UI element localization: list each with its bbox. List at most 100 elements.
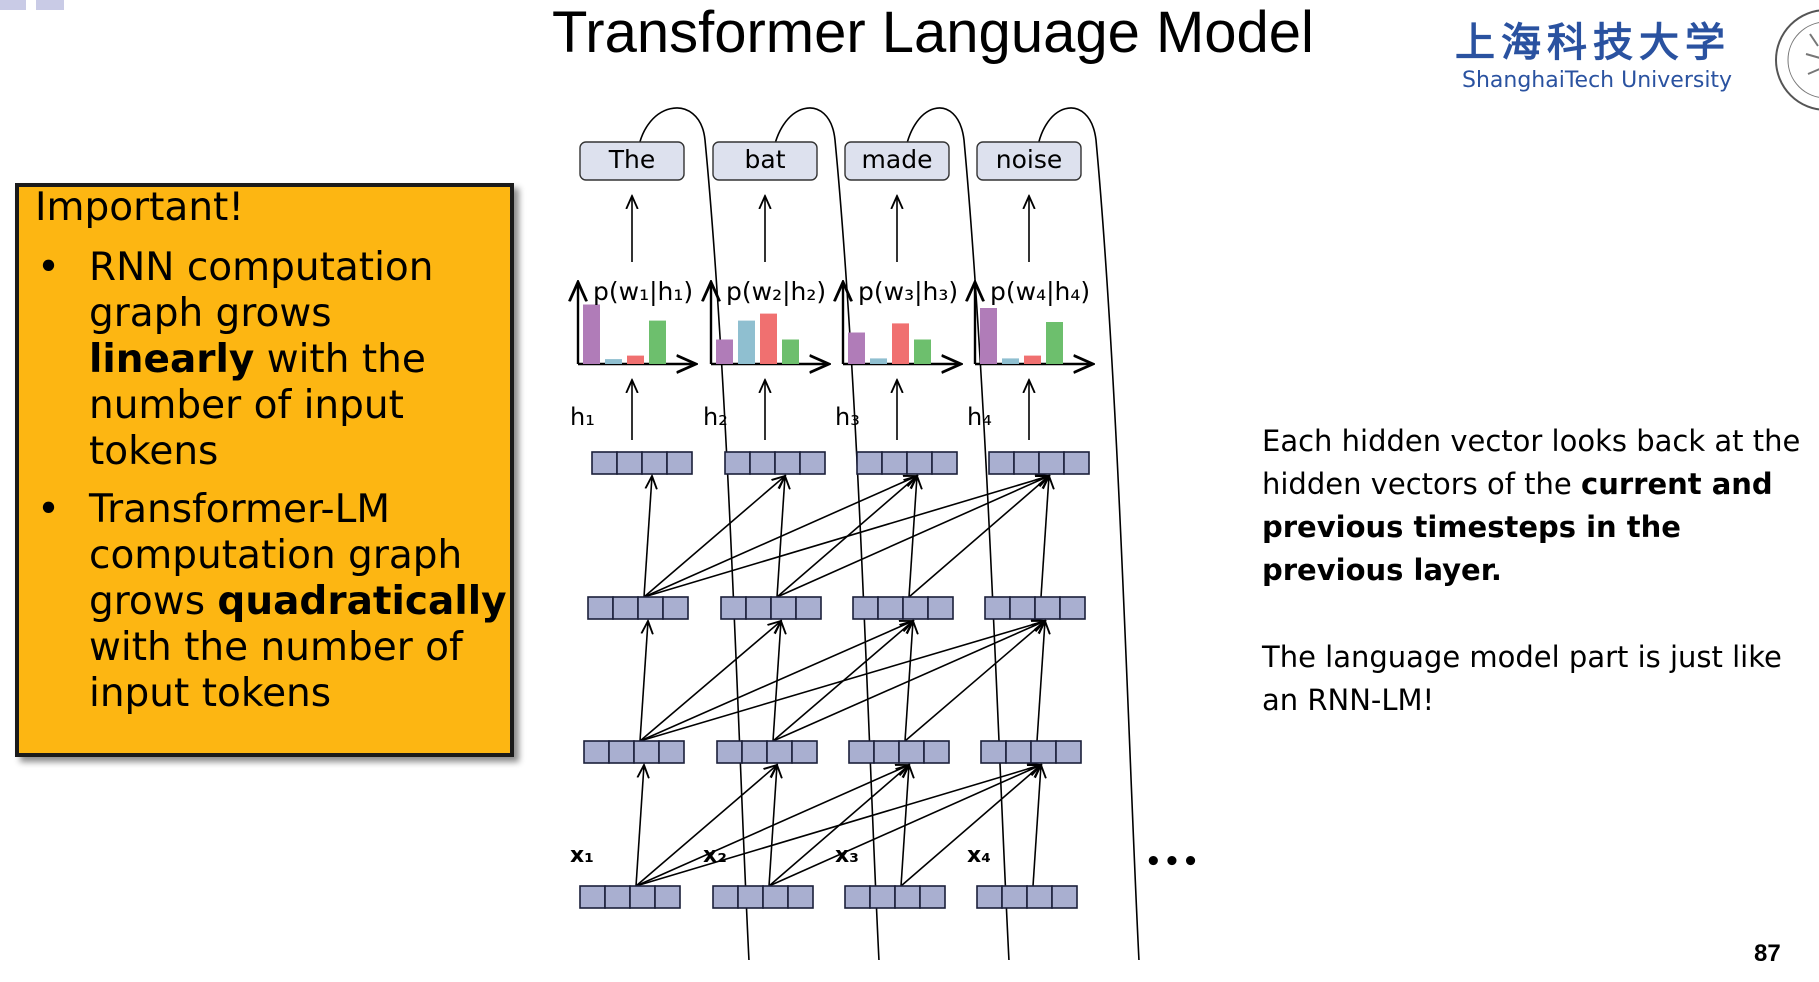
prob-chart-4: p(w₄|h₄) (975, 277, 1093, 364)
vector-cell (984, 596, 1011, 620)
prob-bar (870, 358, 887, 364)
vector-cell (591, 451, 618, 475)
attention-link (900, 765, 1041, 887)
vector-cell (787, 885, 814, 909)
vector-cell (1001, 885, 1028, 909)
prob-bar (716, 339, 733, 364)
vector-cell (770, 596, 797, 620)
vector-l0-c3 (844, 885, 946, 909)
vector-cell (612, 596, 639, 620)
output-word-label: made (862, 145, 933, 174)
vector-cell (616, 451, 643, 475)
slide-title: Transformer Language Model (552, 0, 1314, 65)
output-word-3: made (844, 141, 950, 181)
vector-l3-c4 (988, 451, 1090, 475)
vector-cell (1063, 451, 1090, 475)
vector-cell (873, 740, 900, 764)
vector-cell (720, 596, 747, 620)
vector-l3-c2 (724, 451, 826, 475)
attention-link (643, 476, 917, 598)
attention-link (776, 476, 1049, 598)
attention-link (635, 765, 777, 887)
vector-cell (902, 596, 929, 620)
prob-label-3: p(w₃|h₃) (858, 277, 958, 306)
prob-bar (1046, 322, 1063, 364)
vector-l2-c3 (852, 596, 954, 620)
attention-link (639, 621, 648, 742)
important-heading: Important! (35, 185, 244, 230)
bullet-transformer-quadratic: • Transformer-LM computation graph grows… (37, 487, 507, 716)
vector-l1-c3 (848, 740, 950, 764)
vector-cell (583, 740, 610, 764)
vector-cell (1055, 740, 1082, 764)
prob-bar (605, 359, 622, 364)
vector-cell (852, 596, 879, 620)
bullet-dot-icon: • (37, 487, 61, 532)
vector-cell (1051, 885, 1078, 909)
prob-bar (583, 304, 600, 364)
hidden-vectors (579, 451, 1090, 909)
vector-cell (795, 596, 822, 620)
prob-bar (892, 323, 909, 364)
attention-link (643, 476, 1049, 598)
output-word-box (976, 141, 1082, 181)
vector-cell (988, 451, 1015, 475)
vector-cell (716, 740, 743, 764)
feedback-loop-2 (771, 107, 880, 960)
attention-link (639, 621, 913, 742)
transformer-lm-diagram: p(w₁|h₁) p(w₂|h₂) p(w₃|h₃) p(w₄|h₄) The bat m… (540, 107, 1201, 960)
output-word-1: The (579, 141, 685, 181)
vector-cell (774, 451, 801, 475)
prob-bar (848, 332, 865, 364)
important-callout-box: Important! • RNN computation graph grows… (15, 183, 514, 757)
attention-link (772, 621, 1045, 742)
vector-cell (848, 740, 875, 764)
feedback-loop-1 (636, 107, 750, 960)
attention-link (635, 765, 1041, 887)
input-label-1: x₁ (570, 843, 594, 868)
explanation-paragraph-1: Each hidden vector looks back at the hid… (1262, 424, 1801, 587)
feedback-loop-3 (903, 107, 1010, 960)
vector-cell (712, 885, 739, 909)
output-word-label: bat (745, 145, 786, 174)
attention-link (768, 765, 1041, 887)
hidden-label-2: h₂ (703, 403, 728, 431)
attention-link (643, 476, 785, 598)
attention-link (1040, 476, 1049, 598)
probability-charts: p(w₁|h₁) p(w₂|h₂) p(w₃|h₃) p(w₄|h₄) (578, 277, 1093, 364)
prob-label-2: p(w₂|h₂) (726, 277, 826, 306)
vector-cell (766, 740, 793, 764)
output-word-label: The (608, 145, 656, 174)
prob-chart-1: p(w₁|h₁) (578, 277, 696, 364)
feedback-loop-4 (1035, 107, 1140, 960)
vector-cell (1026, 885, 1053, 909)
prob-bar (1002, 358, 1019, 364)
output-word-box (712, 141, 818, 181)
vector-cell (741, 740, 768, 764)
attention-link (904, 621, 1045, 742)
output-word-box (844, 141, 950, 181)
prob-label-4: p(w₄|h₄) (990, 277, 1090, 306)
vector-cell (980, 740, 1007, 764)
vector-cell (894, 885, 921, 909)
vector-cell (923, 740, 950, 764)
prob-bar (760, 313, 777, 364)
prob-bar (649, 320, 666, 364)
vector-l1-c2 (716, 740, 818, 764)
vector-cell (906, 451, 933, 475)
vector-cell (629, 885, 656, 909)
vector-cell (654, 885, 681, 909)
vector-cell (737, 885, 764, 909)
vector-cell (641, 451, 668, 475)
vector-cell (604, 885, 631, 909)
vector-cell (856, 451, 883, 475)
vector-cell (637, 596, 664, 620)
vector-cell (791, 740, 818, 764)
attention-link (1032, 765, 1041, 887)
vector-cell (749, 451, 776, 475)
vector-l1-c4 (980, 740, 1082, 764)
ellipsis-label: ••• (1145, 847, 1201, 877)
attention-link (639, 621, 1045, 742)
